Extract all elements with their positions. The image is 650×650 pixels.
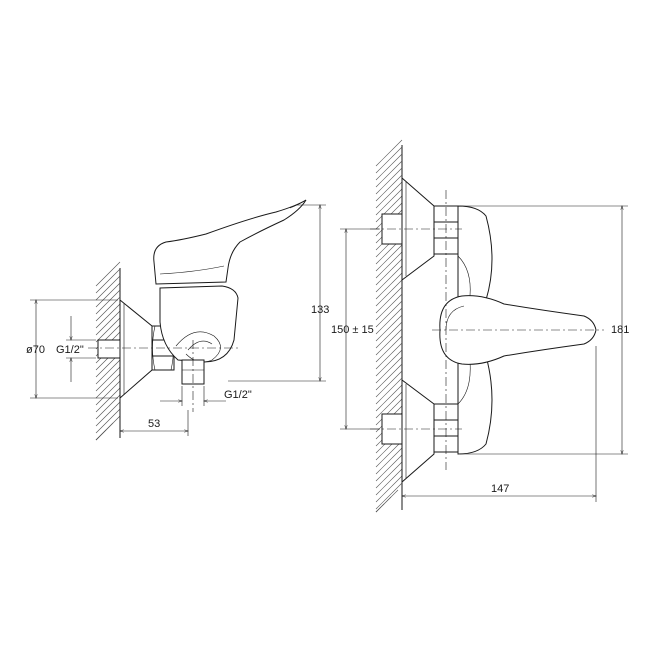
hatch-line <box>375 286 403 314</box>
side-lever-handle <box>153 199 307 285</box>
front-inlet-spacing-label: 150 ± 15 <box>331 324 374 336</box>
hatch-line <box>375 272 403 300</box>
hatch-line <box>95 373 121 399</box>
hatch-line <box>375 139 403 167</box>
side-outlet-thread-label: G1/2" <box>224 389 252 401</box>
hatch-line <box>375 356 403 384</box>
hatch-line <box>375 181 403 209</box>
hatch-line <box>95 268 121 294</box>
hatch-line <box>95 303 121 329</box>
side-inlet-thread-label: G1/2" <box>56 344 84 356</box>
hatch-line <box>95 359 121 385</box>
front-view: 150 ± 15 181 147 <box>331 139 629 513</box>
hatch-line <box>95 289 121 315</box>
hatch-line <box>375 146 403 174</box>
hatch-line <box>95 394 121 420</box>
hatch-line <box>375 468 403 496</box>
side-flange-diameter-label: ø70 <box>26 344 45 356</box>
side-wall-to-outlet-label: 53 <box>148 418 160 430</box>
front-overall-height-label: 181 <box>611 324 629 336</box>
hatch-line <box>375 314 403 342</box>
hatch-line <box>375 251 403 279</box>
hatch-line <box>95 436 100 441</box>
hatch-line <box>375 447 403 475</box>
hatch-line <box>375 454 403 482</box>
hatch-line <box>95 401 121 427</box>
hatch-line <box>375 342 403 370</box>
hatch-line <box>375 293 403 321</box>
hatch-line <box>375 258 403 286</box>
hatch-line <box>375 440 403 468</box>
front-width-label: 147 <box>491 483 509 495</box>
front-wall <box>375 139 403 513</box>
hatch-line <box>375 195 403 223</box>
hatch-line <box>375 153 403 181</box>
hatch-line <box>375 307 403 335</box>
hatch-line <box>375 188 403 216</box>
hatch-line <box>375 335 403 363</box>
side-height-label: 133 <box>311 304 329 316</box>
hatch-line <box>375 391 403 419</box>
hatch-line <box>375 349 403 377</box>
hatch-line <box>95 387 121 413</box>
hatch-line <box>375 377 403 405</box>
hatch-line <box>375 475 403 503</box>
side-wall-flange <box>119 298 153 400</box>
hatch-line <box>375 160 403 188</box>
hatch-line <box>375 363 403 391</box>
hatch-line <box>95 380 121 406</box>
side-mixer-body <box>159 285 239 363</box>
hatch-line <box>95 275 121 301</box>
front-wall-hatching <box>375 139 403 513</box>
hatch-line <box>375 167 403 195</box>
hatch-line <box>375 503 385 513</box>
hatch-line <box>95 282 121 308</box>
hatch-line <box>375 328 403 356</box>
side-view: ø70 G1/2" G1/2" 53 133 <box>26 199 329 441</box>
hatch-line <box>375 279 403 307</box>
hatch-line <box>375 461 403 489</box>
hatch-line <box>95 366 121 392</box>
front-lower-connection <box>381 379 459 484</box>
hatch-line <box>95 310 121 336</box>
hatch-line <box>375 244 403 272</box>
hatch-line <box>375 384 403 412</box>
hatch-line <box>375 265 403 293</box>
hatch-line <box>95 317 121 343</box>
hatch-line <box>95 296 121 322</box>
hatch-line <box>375 370 403 398</box>
hatch-line <box>95 408 121 434</box>
hatch-line <box>375 510 378 513</box>
hatch-line <box>375 321 403 349</box>
hatch-line <box>375 482 403 510</box>
hatch-line <box>375 300 403 328</box>
side-inlet-pipe <box>97 339 121 359</box>
hatch-line <box>375 174 403 202</box>
hatch-line <box>95 261 121 287</box>
hatch-line <box>375 398 403 426</box>
